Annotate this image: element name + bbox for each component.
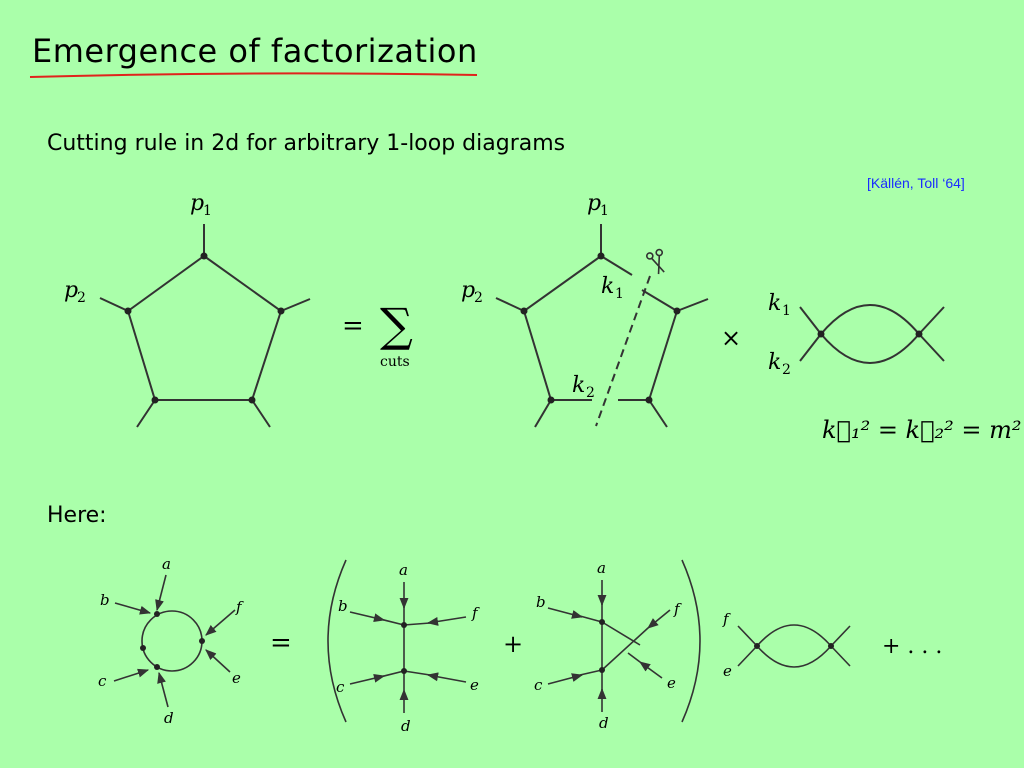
tree2-leg-b: b	[536, 593, 546, 611]
tree-diagram-crossed: a b f c e d	[534, 559, 682, 732]
tree1-leg-e: e	[470, 676, 479, 694]
label-p1-cut-sub: 1	[600, 203, 609, 219]
label-k1-cut-sub: 1	[615, 286, 624, 302]
label-p2-sub: 2	[77, 290, 86, 306]
tree2-leg-d: d	[599, 714, 609, 732]
label-p2-cut: p	[461, 278, 475, 303]
tree2-leg-a: a	[597, 559, 606, 577]
label-p2-cut-sub: 2	[474, 290, 483, 306]
tree1-leg-a: a	[399, 561, 408, 579]
label-k1-cut: k	[601, 274, 614, 299]
tree1-leg-f: f	[471, 604, 480, 622]
slide-title: Emergence of factorization	[32, 32, 478, 70]
bubble-diagram-bottom: f e	[722, 610, 851, 680]
ellipsis: + . . .	[882, 634, 942, 659]
plus-sign: +	[503, 630, 523, 658]
subtitle: Cutting rule in 2d for arbitrary 1-loop …	[47, 131, 566, 156]
left-paren	[327, 559, 347, 723]
title-underline	[29, 72, 478, 78]
right-paren	[681, 559, 701, 723]
label-p1-sub: 1	[203, 203, 212, 219]
cut-pentagon-diagram: p 1 p 2 k 1 k 2	[461, 191, 709, 428]
tree2-leg-f: f	[673, 600, 682, 618]
cut-line	[595, 275, 651, 427]
leg-d: d	[164, 709, 174, 727]
leg-e: e	[232, 669, 241, 687]
leg-f: f	[235, 598, 244, 616]
label-p2: p	[64, 278, 78, 303]
onshell-condition: k⃗₁² = k⃗₂² = m²	[822, 416, 1022, 444]
citation: [Källén, Toll ‘64]	[867, 175, 965, 191]
bubble-leg-f: f	[722, 610, 731, 628]
label-p1: p	[190, 191, 204, 216]
label-k2-cut: k	[572, 373, 585, 398]
tree1-leg-d: d	[401, 717, 411, 735]
leg-b: b	[100, 591, 110, 609]
here-label: Here:	[47, 503, 107, 528]
leg-c: c	[98, 672, 107, 690]
tree1-leg-b: b	[338, 597, 348, 615]
equals-sign: =	[342, 311, 364, 341]
label-k1-sub: 1	[782, 303, 791, 319]
sum-symbol: ∑	[380, 298, 413, 352]
times-sign: ×	[721, 324, 741, 352]
scissors-icon	[646, 248, 665, 275]
bubble-diagram-top: k 1 k 2	[768, 291, 945, 378]
label-k2: k	[768, 350, 781, 375]
tree2-leg-e: e	[667, 674, 676, 692]
leg-a: a	[162, 555, 171, 573]
sum-subscript: cuts	[380, 354, 410, 370]
tree2-leg-c: c	[534, 676, 543, 694]
loop-diagram: a b c d e f	[98, 555, 244, 727]
label-k2-cut-sub: 2	[586, 385, 595, 401]
tree1-leg-c: c	[336, 678, 345, 696]
label-k2-sub: 2	[782, 362, 791, 378]
bubble-leg-e: e	[723, 662, 732, 680]
label-p1-cut: p	[587, 191, 601, 216]
tree-diagram-s: a b f c e d	[336, 561, 480, 735]
pentagon-diagram: p 1 p 2	[64, 191, 311, 428]
label-k1: k	[768, 291, 781, 316]
equals-sign-bottom: =	[270, 628, 292, 658]
